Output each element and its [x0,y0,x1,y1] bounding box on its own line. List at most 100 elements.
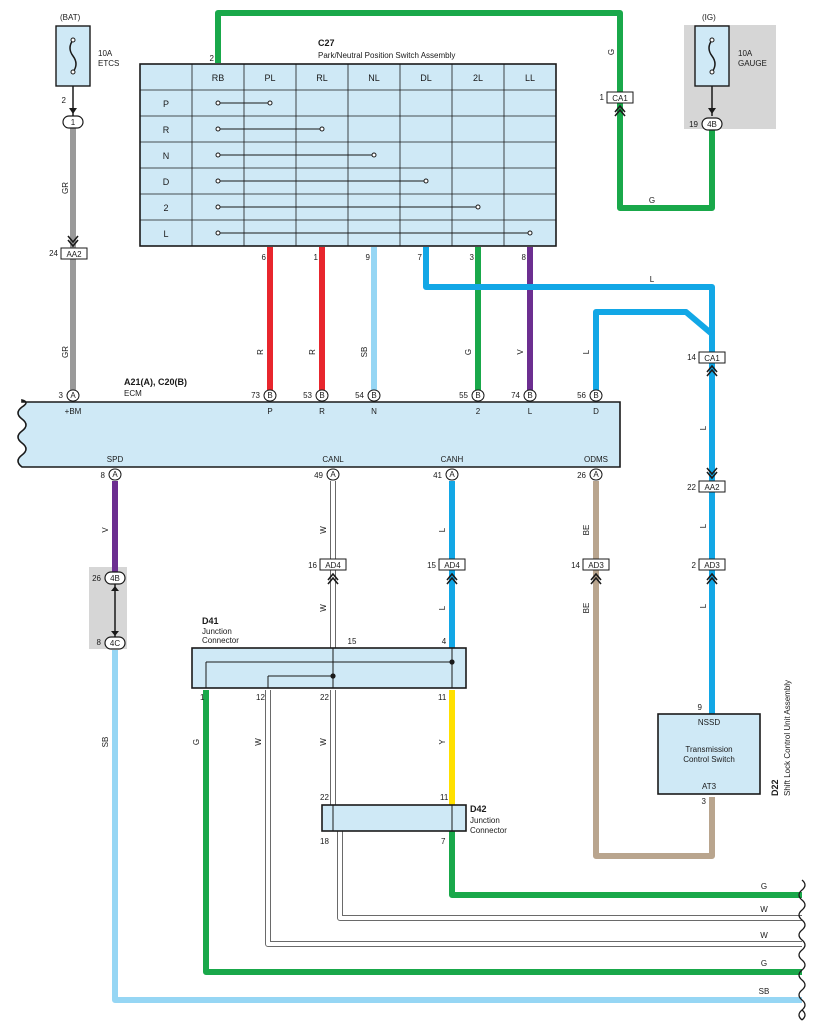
bat-supply-label: (BAT) [60,13,81,22]
c27-code: C27 [318,38,335,48]
inline-connectors: 24 AA2 1 CA1 14 CA1 22 AA2 2 A [49,91,726,650]
svg-text:W: W [760,931,768,940]
c27-switch: C27 Park/Neutral Position Switch Assembl… [139,38,557,262]
wire-g-d42 [449,831,802,898]
svg-text:55: 55 [459,391,468,400]
svg-text:L: L [438,527,447,532]
col-header: LL [525,73,535,83]
svg-text:A: A [112,470,118,479]
col-header: DL [420,73,432,83]
svg-text:ODMS: ODMS [584,455,608,464]
col-header: PL [264,73,275,83]
ecm-name: ECM [124,389,142,398]
connector-aa2-right: 22 AA2 [687,467,726,493]
svg-text:11: 11 [440,793,449,802]
svg-text:AT3: AT3 [702,782,717,791]
row-header: P [163,99,169,109]
svg-text:SPD: SPD [107,455,124,464]
svg-text:26: 26 [92,574,101,583]
connector-aa2-left: 24 AA2 [49,235,88,260]
wire-l-d [593,309,714,391]
svg-text:49: 49 [314,471,323,480]
switch-contacts [215,100,533,236]
svg-text:CA1: CA1 [704,354,720,363]
svg-text:26: 26 [577,471,586,480]
svg-text:CANH: CANH [441,455,464,464]
svg-text:R: R [319,407,325,416]
svg-text:11: 11 [438,693,447,702]
svg-text:6: 6 [262,253,267,262]
svg-text:SB: SB [360,347,369,358]
svg-text:L: L [582,349,591,354]
svg-text:3: 3 [59,391,64,400]
svg-text:1: 1 [600,93,605,102]
ecm-code: A21(A), C20(B) [124,377,187,387]
svg-text:W: W [254,738,263,746]
svg-text:W: W [319,526,328,534]
svg-text:V: V [516,349,525,355]
svg-text:L: L [699,523,708,528]
row-header: N [163,151,170,161]
svg-text:1: 1 [200,693,205,702]
d22-code: D22 [770,779,780,796]
svg-text:22: 22 [320,693,329,702]
svg-text:12: 12 [256,693,265,702]
svg-text:B: B [371,391,376,400]
svg-text:4B: 4B [707,120,717,129]
ig-supply-label: (IG) [702,13,716,22]
ecm-top-pins: 3 A +BM 73 B P 53 B R 54 B N 55 B 2 74 B… [59,389,603,416]
svg-text:G: G [607,49,616,55]
c27-title: Park/Neutral Position Switch Assembly [318,51,455,60]
svg-text:19: 19 [689,120,698,129]
svg-text:NSSD: NSSD [698,718,720,727]
svg-text:AA2: AA2 [704,483,720,492]
connector-ad3-right: 2 AD3 [692,558,726,585]
d22-inner-2: Control Switch [683,755,735,764]
col-header: 2L [473,73,483,83]
connector-ca1-right: 14 CA1 [687,351,726,377]
d22-name: Shift Lock Control Unit Assembly [783,680,792,796]
svg-text:9: 9 [698,703,703,712]
svg-text:74: 74 [511,391,520,400]
ig-fuse: (IG) 10A GAUGE 19 4B [689,13,767,131]
wire-color-labels: GR GR G G R R SB G V L L L L L V W W L L… [61,49,708,747]
svg-text:2: 2 [210,54,215,63]
svg-text:A: A [330,470,336,479]
svg-text:P: P [267,407,272,416]
svg-text:A: A [593,470,599,479]
connector-4b-4c: 26 4B 8 4C [92,571,126,650]
svg-text:ETCS: ETCS [98,59,119,68]
svg-text:N: N [371,407,377,416]
svg-text:16: 16 [308,561,317,570]
d22-inner-1: Transmission [685,745,732,754]
fuse-icon [708,39,716,73]
svg-text:B: B [267,391,272,400]
d41-name-2: Connector [202,636,239,645]
svg-text:15: 15 [348,637,357,646]
svg-text:W: W [760,905,768,914]
svg-text:41: 41 [433,471,442,480]
connector-ad3-be: 14 AD3 [571,558,610,585]
d41-name-1: Junction [202,627,232,636]
row-header: 2 [163,203,168,213]
row-header: D [163,177,170,187]
svg-text:22: 22 [320,793,329,802]
row-header: L [163,229,168,239]
svg-text:B: B [319,391,324,400]
wire-sb-bottom [112,650,802,1003]
bat-fuse: (BAT) 2 10A ETCS 2 1 [55,13,119,129]
svg-text:L: L [650,275,655,284]
svg-text:15: 15 [427,561,436,570]
ecm: A21(A), C20(B) ECM 3 A +BM 73 B P 53 B R… [17,377,621,481]
svg-text:56: 56 [577,391,586,400]
svg-text:AD4: AD4 [325,561,341,570]
svg-text:G: G [649,196,655,205]
svg-text:CA1: CA1 [612,94,628,103]
svg-text:AD3: AD3 [704,561,720,570]
svg-text:7: 7 [441,837,446,846]
svg-text:B: B [475,391,480,400]
fuse-icon [69,39,77,73]
svg-text:L: L [528,407,533,416]
connector-ad4-w: 16 AD4 [308,558,347,585]
